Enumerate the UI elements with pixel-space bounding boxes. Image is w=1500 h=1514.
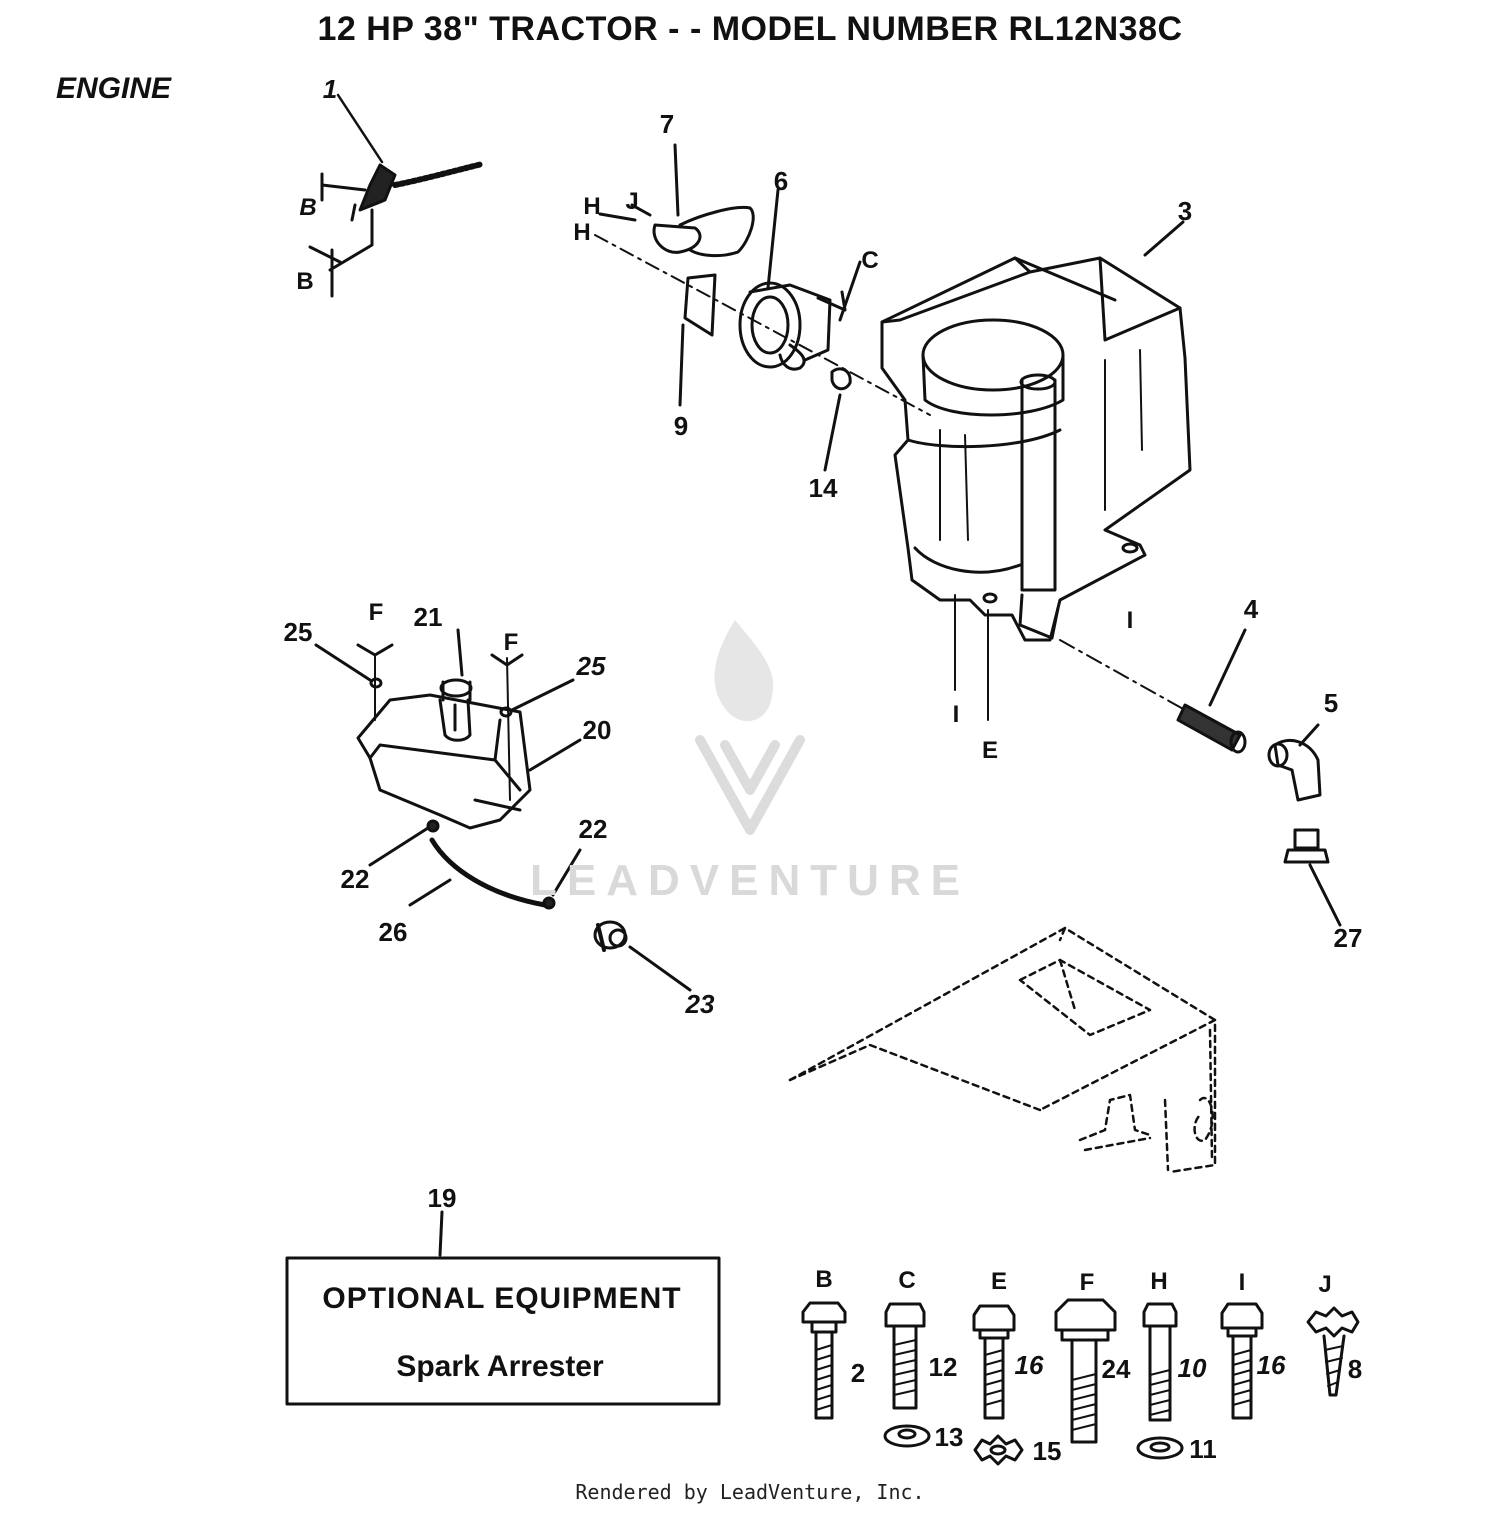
hardware-washer-13: 13 [935,1422,964,1452]
part-26-fuel-line [368,819,582,910]
part-27-plug [1283,828,1342,927]
callout-22-right: 22 [579,814,608,844]
letter-i-left: I [953,701,960,728]
hardware-bolt-h [1136,1302,1184,1460]
hardware-screw-j [1306,1306,1360,1397]
callout-22-left: 22 [341,864,370,894]
tractor-frame-outline [788,926,1217,1174]
part-6-air-cleaner [738,188,862,371]
part-14-clamp [823,367,852,472]
part-5-elbow [1267,723,1322,802]
callout-25-left: 25 [284,617,313,647]
hardware-part-2: 2 [851,1358,865,1388]
hardware-letter-c: C [898,1267,915,1294]
callout-19: 19 [428,1183,457,1213]
callout-6: 6 [774,166,788,196]
hardware-part-8: 8 [1348,1354,1362,1384]
letter-h-upper: H [583,193,600,220]
hardware-part-16-i: 16 [1257,1350,1286,1380]
hardware-part-10: 10 [1178,1353,1207,1383]
hardware-letter-h: H [1150,1268,1167,1295]
section-label: ENGINE [56,72,172,105]
part-7-clip [598,143,755,258]
callout-26: 26 [379,917,408,947]
part-4-pipe-nipple [1176,628,1247,754]
callout-21: 21 [414,602,443,632]
hardware-letter-f: F [1080,1269,1095,1296]
callout-5: 5 [1324,688,1338,718]
hardware-bolt-e [972,1304,1024,1466]
hardware-bolt-b [801,1301,847,1420]
letter-b-upper: B [299,194,316,221]
hardware-part-12: 12 [929,1352,958,1382]
callout-14: 14 [809,473,838,503]
part-1-cable-bracket [308,93,485,298]
letter-c: C [861,247,878,274]
callout-9: 9 [674,411,688,441]
callout-1: 1 [323,74,337,104]
hardware-letter-j: J [1318,1271,1331,1298]
letter-j: J [625,188,638,215]
hardware-bolt-c [883,1302,931,1448]
hardware-letter-e: E [991,1268,1007,1295]
hardware-part-24: 24 [1102,1354,1131,1384]
letter-e: E [982,737,998,764]
hardware-washer-15: 15 [1033,1436,1062,1466]
optional-equipment-title: OPTIONAL EQUIPMENT [322,1282,681,1315]
watermark-text: LEADVENTURE [530,856,970,905]
letter-h-lower: H [573,219,590,246]
callout-20: 20 [583,715,612,745]
footer-credit: Rendered by LeadVenture, Inc. [575,1480,925,1504]
hardware-washer-11: 11 [1189,1434,1217,1464]
callout-4: 4 [1244,594,1259,624]
hardware-part-16-e: 16 [1015,1350,1044,1380]
part-3-engine [880,220,1192,721]
callout-23: 23 [685,989,715,1019]
optional-equipment-item: Spark Arrester [396,1350,604,1383]
part-20-muffler [314,628,582,830]
callout-7: 7 [660,109,674,139]
letter-f-left: F [369,599,384,626]
callout-27: 27 [1334,923,1363,953]
page-title: 12 HP 38" TRACTOR - - MODEL NUMBER RL12N… [317,10,1183,48]
watermark-logo [695,620,805,835]
part-23-fitting [593,920,692,992]
letter-f-right: F [504,629,519,656]
part-9-hose [678,273,717,407]
letter-i-right: I [1127,607,1134,634]
hardware-bolt-i [1220,1302,1264,1420]
letter-b-lower: B [296,268,313,295]
hardware-bolt-f [1054,1298,1117,1444]
callout-3: 3 [1178,196,1192,226]
optional-equipment-box [285,1210,721,1406]
callout-25-right: 25 [576,651,606,681]
hardware-letter-b: B [815,1266,832,1293]
hardware-letter-i: I [1239,1269,1246,1296]
